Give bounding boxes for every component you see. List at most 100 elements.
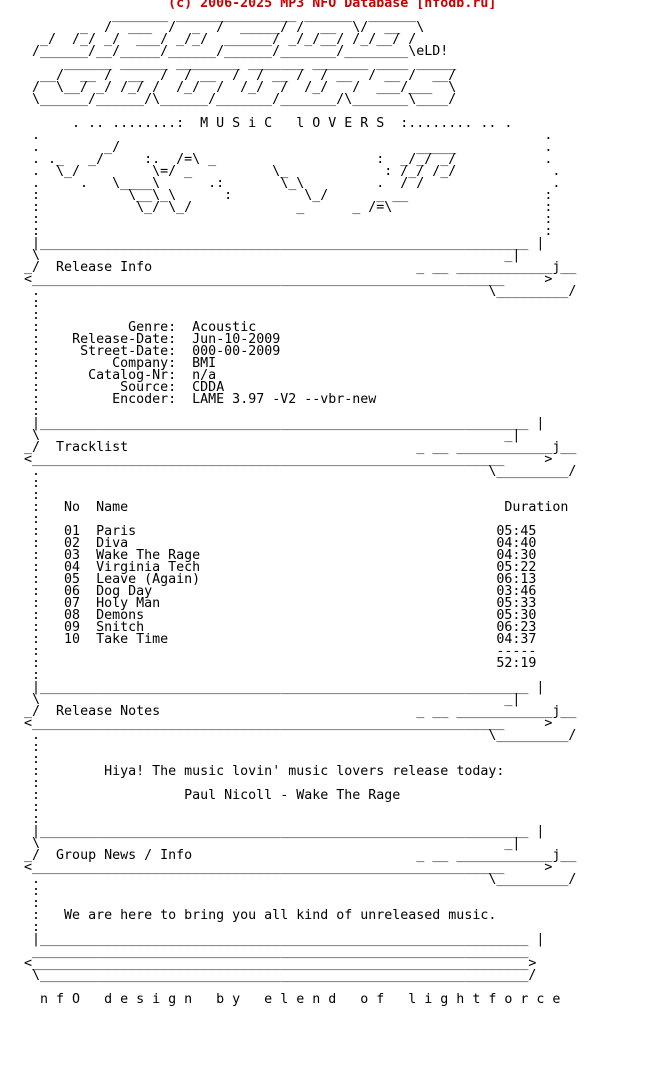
section-title: Tracklist bbox=[56, 440, 129, 455]
logo-art: . _/ _____ . bbox=[0, 140, 553, 155]
section-header: _/ Group News / Info _ __ ____________j_… bbox=[0, 848, 577, 863]
track-name: Holy Man bbox=[96, 596, 497, 611]
field-value: LAME 3.97 -V2 --vbr-new bbox=[192, 392, 377, 407]
section-border: |_______________________________________… bbox=[0, 681, 576, 694]
track-row: : 09 Snitch 06:23 bbox=[0, 620, 576, 635]
section-header: _/ Release Info _ __ ____________j__ bbox=[0, 260, 576, 275]
track-no: 03 bbox=[64, 548, 81, 563]
section-title: Group News / Info bbox=[56, 848, 193, 863]
frame: : bbox=[0, 308, 41, 323]
copyright-header: (c) 2006-2025 MP3 NFO Database [nfodb.ru… bbox=[0, 0, 497, 11]
frame: : bbox=[0, 404, 41, 419]
section-title: Release Info bbox=[56, 260, 153, 275]
notes-row: : Paul Nicoll - Wake The Rage bbox=[0, 789, 576, 802]
track-no: 07 bbox=[64, 596, 81, 611]
frame: : bbox=[0, 584, 65, 599]
frame: : bbox=[0, 740, 41, 755]
header-line: (c) 2006-2025 MP3 NFO Database [nfodb.ru… bbox=[0, 0, 576, 10]
release-info-row: : Catalog-Nr: n/a bbox=[0, 368, 576, 383]
frame: : bbox=[0, 896, 576, 911]
frame: : : bbox=[0, 224, 553, 239]
release-info-row: : Street-Date: 000-00-2009 bbox=[0, 345, 576, 358]
track-duration: 05:33 bbox=[496, 596, 537, 611]
section-border: \ _| bbox=[0, 692, 521, 707]
nfo-document: (c) 2006-2025 MP3 NFO Database [nfodb.ru… bbox=[0, 0, 577, 1007]
frame: : bbox=[0, 308, 576, 323]
release-info-row: : Genre: Acoustic bbox=[0, 320, 576, 335]
logo-art: __/ __ / __ / / __ / / __ / / __ / __ / … bbox=[0, 68, 457, 83]
footer-border: <_______________________________________… bbox=[0, 956, 537, 971]
frame: : bbox=[0, 524, 65, 539]
frame: : bbox=[0, 668, 41, 683]
track-duration: 04:30 bbox=[496, 548, 537, 563]
frame: : bbox=[0, 608, 65, 623]
release-info-row: : Release-Date: Jun-10-2009 bbox=[0, 333, 576, 346]
track-row: : 06 Dog Day 03:46 bbox=[0, 584, 576, 599]
section-border: <_______________________________________… bbox=[0, 860, 576, 875]
frame: : bbox=[0, 296, 41, 311]
track-row: : 03 Wake The Rage 04:30 bbox=[0, 548, 576, 563]
section-border: <_______________________________________… bbox=[0, 452, 553, 467]
frame: : bbox=[0, 632, 65, 647]
logo-art: . \_/ \=/ _ \_ : /_/ /_/ . bbox=[0, 164, 561, 179]
track-duration: 05:22 bbox=[496, 560, 537, 575]
section-border: |_______________________________________… bbox=[0, 237, 576, 250]
frame: : bbox=[0, 548, 65, 563]
frame: : bbox=[0, 801, 576, 814]
section-border: _ __ ____________j__ bbox=[192, 848, 577, 863]
track-no: 01 bbox=[64, 524, 81, 539]
track-duration: 04:37 bbox=[496, 632, 537, 647]
track-row: : 07 Holy Man 05:33 bbox=[0, 596, 576, 611]
logo-art: : \__\_\ : \_/ _ __ : bbox=[0, 189, 576, 202]
logo-art: __/ __ / __ / / __ / / __ / / __ / __ / … bbox=[0, 68, 576, 83]
track-duration: 05:30 bbox=[496, 608, 537, 623]
section-border: _ __ ____________j__ bbox=[128, 440, 577, 455]
logo-art: /______/__/_____/______/______/_______/_… bbox=[0, 44, 576, 59]
logo-art: _______ _______________ ______ ______ bbox=[0, 8, 425, 23]
frame: : bbox=[0, 404, 576, 419]
frame: : bbox=[0, 320, 129, 335]
frame: : bbox=[0, 368, 89, 383]
frame: : bbox=[0, 489, 576, 502]
track-name: Wake The Rage bbox=[96, 548, 497, 563]
frame: : bbox=[0, 884, 41, 899]
track-row: : 08 Demons 05:30 bbox=[0, 608, 576, 623]
logo-art: / \__/ _/ /_/ / /_/ / /_/ / /_/ / ___/__… bbox=[0, 80, 457, 95]
frame: : bbox=[0, 380, 121, 395]
frame: : bbox=[168, 392, 193, 407]
track-row: : 01 Paris 05:45 bbox=[0, 524, 576, 539]
track-name: Leave (Again) bbox=[96, 572, 497, 587]
track-separator: : ----- bbox=[0, 644, 576, 659]
logo-art: . . \____\ .: \_\ . / / . bbox=[0, 176, 561, 191]
logo-art: \______/______/\______/_______/_______/\… bbox=[0, 92, 457, 107]
section-border: \ _| bbox=[0, 692, 576, 707]
frame: : bbox=[0, 668, 576, 683]
section-border: <_______________________________________… bbox=[0, 860, 553, 875]
frame: : bbox=[0, 644, 497, 659]
footer-line: n f O d e s i g n b y e l e n d o f l i … bbox=[0, 992, 576, 1007]
footer-credit: n f O d e s i g n b y e l e n d o f l i … bbox=[40, 992, 561, 1007]
track-name: Snitch bbox=[96, 620, 497, 635]
section-border: . \_________/ bbox=[0, 729, 576, 742]
section-border: \ _| bbox=[0, 248, 521, 263]
tracklist-header: : No Name Duration bbox=[0, 500, 576, 515]
logo-art: /______/__/_____/______/______/_______/_… bbox=[0, 44, 449, 59]
frame: : bbox=[0, 596, 65, 611]
section-border: <_______________________________________… bbox=[0, 716, 553, 731]
frame: : bbox=[0, 896, 41, 911]
track-duration: 05:45 bbox=[496, 524, 537, 539]
section-border: |_______________________________________… bbox=[0, 932, 545, 947]
frame: : bbox=[0, 813, 576, 826]
track-duration: 04:40 bbox=[496, 536, 537, 551]
frame: : bbox=[0, 513, 576, 526]
section-header: _/ Tracklist _ __ ____________j__ bbox=[0, 440, 577, 455]
field-label: Catalog-Nr bbox=[88, 368, 169, 383]
track-name: Dog Day bbox=[96, 584, 497, 599]
track-duration: 03:46 bbox=[496, 584, 537, 599]
logo-art: . ._ _/ :. /=\ _ : _/_/ _/ . bbox=[0, 152, 553, 167]
col-header-no: No bbox=[64, 500, 81, 515]
section-border: \ _| bbox=[0, 837, 576, 850]
frame: : bbox=[168, 320, 193, 335]
section-border: \ _| bbox=[0, 428, 521, 443]
section-border: . \_________/ bbox=[0, 872, 577, 887]
